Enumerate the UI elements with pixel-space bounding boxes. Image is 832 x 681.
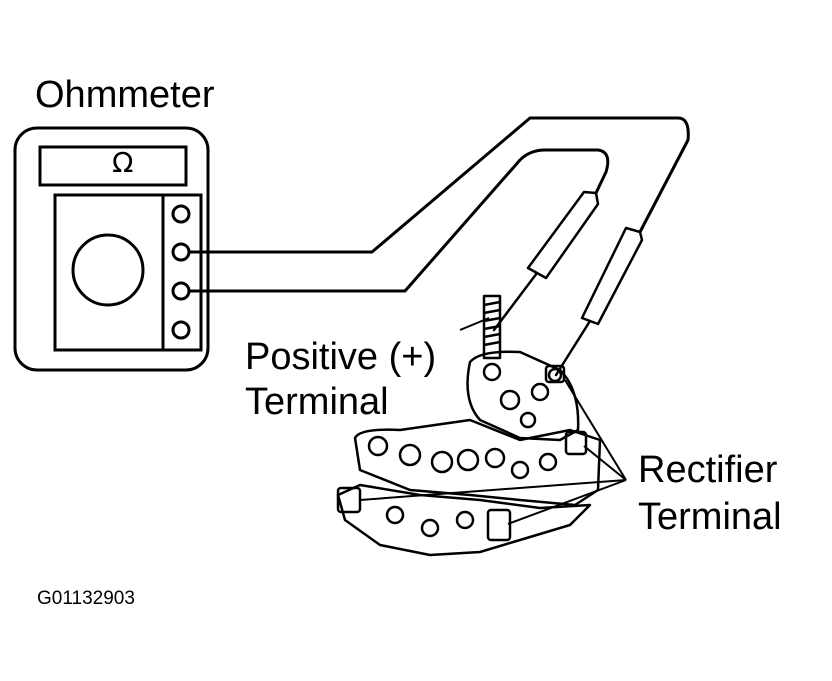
- rectifier-assembly: [336, 294, 602, 557]
- positive-terminal-leader: [459, 317, 490, 331]
- rectifier-terminal-label-line2: Terminal: [638, 496, 782, 538]
- rectifier-leader-bottom: [507, 479, 627, 525]
- rectifier-leader-right: [583, 445, 627, 481]
- figure-code: G01132903: [37, 588, 135, 609]
- ohmmeter-panel: [53, 193, 203, 352]
- rectifier-upper-block: [466, 350, 580, 442]
- rectifier-leader-top: [564, 379, 627, 481]
- ohmmeter-jack-1: [171, 204, 191, 224]
- leader-lines: [359, 317, 627, 525]
- rectifier-terminal-bottom: [486, 508, 512, 542]
- rectifier-main-plate: [353, 418, 602, 507]
- ohmmeter-jack-3: [171, 281, 191, 301]
- ohmmeter-jack-4: [171, 320, 191, 340]
- ohmmeter-jack-2: [171, 242, 191, 262]
- lead-to-positive-wire: [187, 148, 610, 293]
- positive-terminal-label-line2: Terminal: [245, 381, 389, 423]
- positive-terminal-label-line1: Positive (+): [245, 336, 437, 378]
- rectifier-probe-handle: [580, 226, 644, 326]
- ohm-symbol: Ω: [112, 146, 134, 179]
- rectifier-terminal-top: [544, 364, 566, 384]
- rectifier-terminal-label-line1: Rectifier: [638, 449, 778, 491]
- ohmmeter-display-window: [38, 145, 188, 187]
- ohmmeter-dial-knob: [71, 233, 145, 307]
- lead-to-rectifier-wire: [187, 116, 690, 254]
- rectifier-leader-left: [359, 479, 627, 501]
- positive-probe-handle: [526, 190, 600, 280]
- positive-stud: [482, 294, 502, 360]
- rectifier-terminal-right: [564, 430, 588, 456]
- ohmmeter-label: Ohmmeter: [35, 74, 215, 116]
- ohmmeter-device: [13, 126, 210, 372]
- ohmmeter-outer-case: [13, 126, 210, 372]
